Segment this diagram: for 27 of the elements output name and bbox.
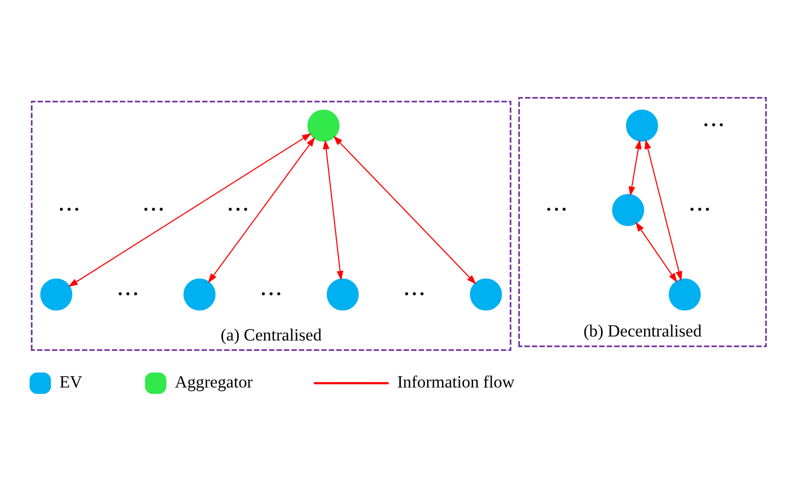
label: • • • xyxy=(704,117,724,132)
legend-label: EV xyxy=(59,372,82,391)
node-circle xyxy=(183,278,216,310)
arrow xyxy=(68,132,312,286)
legend-label: Aggregator xyxy=(174,372,253,391)
arrow xyxy=(322,139,344,280)
arrow xyxy=(628,138,642,196)
label: • • • xyxy=(546,202,566,216)
node-circle xyxy=(612,194,644,226)
label: • • • xyxy=(118,286,138,300)
node-circle xyxy=(470,278,502,310)
arrow xyxy=(208,136,316,282)
arrow xyxy=(644,138,682,280)
node-circle xyxy=(326,278,359,310)
label: • • • xyxy=(144,202,164,216)
legend-label: Information flow xyxy=(397,372,515,391)
label: • • • xyxy=(228,202,248,216)
label: • • • xyxy=(690,202,710,216)
label: • • • xyxy=(404,286,424,300)
label: • • • xyxy=(59,202,80,216)
node-circle xyxy=(626,109,658,142)
node-circle xyxy=(40,278,72,310)
node-circle xyxy=(668,278,701,310)
label: • • • xyxy=(261,286,282,300)
arrow xyxy=(333,135,476,284)
node-circle xyxy=(307,109,340,142)
arrow xyxy=(636,221,678,282)
